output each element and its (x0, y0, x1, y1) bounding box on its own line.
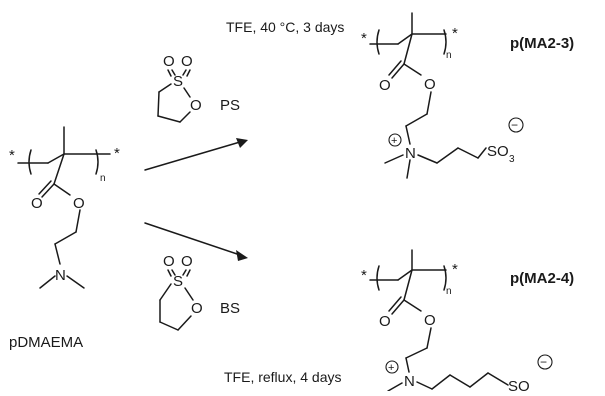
pdmaema-repeat-n: n (100, 173, 106, 184)
bs-oxygen-1: O (163, 253, 175, 270)
reagent-label-top: PS (220, 97, 240, 114)
pma24-end-right: * (452, 261, 458, 278)
reagent-label-bottom: BS (220, 300, 240, 317)
pma24-sulfonate: SO (508, 378, 530, 391)
pma23-nitrogen: N (405, 145, 416, 162)
pma23-plus-charge: + (391, 135, 397, 147)
pdmaema-nitrogen: N (55, 267, 66, 284)
bs-oxygen-2: O (181, 253, 193, 270)
pma24-nitrogen: N (404, 373, 415, 390)
pdmaema-ester-oxygen: O (73, 195, 85, 212)
pma23-sulfonate-sub: 3 (509, 154, 515, 165)
reaction-arrow-bottom (144, 222, 248, 261)
propane-sultone-structure: O O S O (157, 53, 202, 123)
pma23-end-right: * (452, 25, 458, 42)
pma23-repeat-n: n (446, 50, 452, 61)
bs-sulfur: S (173, 273, 183, 290)
ps-oxygen-2: O (181, 53, 193, 70)
polymer-label-bottom: p(MA2-4) (510, 270, 574, 287)
pma23-minus-charge: − (511, 118, 518, 132)
pma24-minus-charge: − (540, 355, 547, 369)
pma24-end-left: * (361, 267, 367, 284)
ps-sulfur: S (173, 73, 183, 90)
pdmaema-end-right: * (114, 145, 120, 162)
pdmaema-end-left: * (9, 147, 15, 164)
pma23-sulfonate: SO (487, 143, 509, 160)
pma24-ester-oxygen: O (424, 312, 436, 329)
pma23-end-left: * (361, 30, 367, 47)
polymer-label-start: pDMAEMA (9, 334, 83, 351)
pma23-carbonyl-oxygen: O (379, 77, 391, 94)
pdmaema-carbonyl-oxygen: O (31, 195, 43, 212)
reaction-arrow-top (144, 138, 248, 171)
pma2-3-structure: * * n O O N + SO 3 − (361, 12, 524, 179)
butane-sultone-structure: O O S O (159, 253, 203, 331)
condition-top: TFE, 40 °C, 3 days (226, 19, 344, 35)
pma24-repeat-n: n (446, 286, 452, 297)
bs-ring-oxygen: O (191, 300, 203, 317)
pdmaema-structure: * * n O O N (9, 126, 120, 289)
ps-ring-oxygen: O (190, 97, 202, 114)
condition-bottom: TFE, reflux, 4 days (224, 369, 341, 385)
pma24-plus-charge: + (388, 362, 394, 374)
pma23-ester-oxygen: O (424, 76, 436, 93)
polymer-label-top: p(MA2-3) (510, 35, 574, 52)
pma24-carbonyl-oxygen: O (379, 313, 391, 330)
ps-oxygen-1: O (163, 53, 175, 70)
